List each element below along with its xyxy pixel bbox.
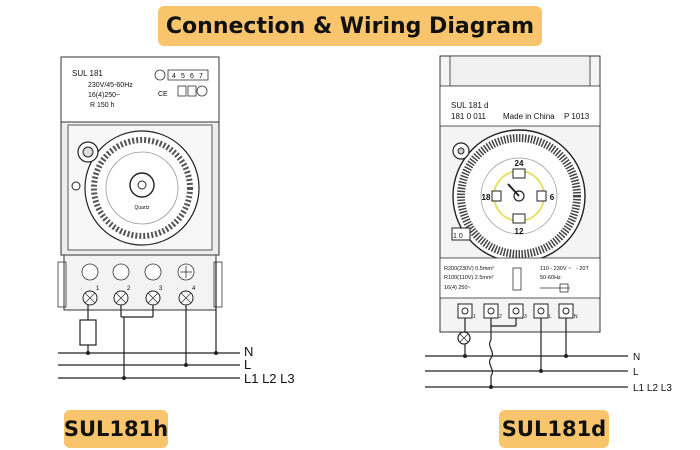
sul181h-top-cover — [60, 56, 220, 123]
sul181h-spec-load: 16(4)250~ — [88, 92, 120, 99]
sul181d-spec-temp: - 20T — [576, 266, 589, 272]
sul181h-top-terminal-labels: 4 5 6 7 CE — [154, 69, 209, 98]
sul181d-model: SUL 181 d — [451, 101, 489, 110]
sul181d-relay-symbol — [512, 267, 522, 291]
sul181h-wires — [86, 262, 218, 380]
svg-text:7: 7 — [199, 73, 203, 80]
svg-text:5: 5 — [181, 73, 185, 80]
sul181h-load — [79, 319, 97, 346]
sul181d-code: P 1013 — [564, 112, 590, 121]
svg-text:1: 1 — [96, 286, 100, 292]
svg-text:2: 2 — [127, 286, 131, 292]
sul181d-wires — [463, 318, 568, 389]
svg-text:4: 4 — [172, 73, 176, 80]
sul181h-supply-lines: N L L1 L2 L3 — [58, 344, 295, 386]
svg-text:12: 12 — [515, 227, 524, 236]
sul181d-label: SUL181d — [499, 410, 609, 448]
sul181d-mode-switch[interactable] — [451, 227, 471, 241]
sul181d-spec-r200: R200(230V) 0.5mm² — [444, 266, 494, 272]
sul181d-spec-panel — [439, 257, 601, 299]
svg-text:6: 6 — [190, 73, 194, 80]
sul181d-spec-load: 16(4) 250~ — [444, 285, 471, 291]
sul181d-label-l: L — [633, 367, 639, 378]
sul181d-spec-r100: R100(110V) 2.5mm² — [444, 275, 494, 281]
sul181d-label-phases: L1 L2 L3 — [633, 383, 672, 394]
sul181h-label-n: N — [244, 344, 253, 359]
sul181d-spec-voltage: 110 - 230V ~ — [540, 266, 571, 272]
svg-text:4: 4 — [192, 286, 196, 292]
sul181h-spec-reserve: R 150 h — [90, 102, 115, 109]
sul181d-label-n: N — [633, 352, 640, 363]
svg-text:3: 3 — [524, 314, 527, 320]
sul181h-model: SUL 181 — [72, 69, 103, 78]
sul181d-terminals: 1 2 3 L N — [457, 303, 578, 320]
svg-text:L: L — [549, 314, 552, 320]
sul181h-label-l: L — [244, 357, 251, 372]
sul181h-segments — [91, 137, 193, 239]
sul181h-label: SUL181h — [64, 410, 168, 448]
sul181h-spec-voltage: 230V/45-60Hz — [88, 82, 133, 89]
svg-text:N: N — [574, 314, 578, 320]
sul181d-serial: 181 0 011 — [451, 112, 487, 121]
svg-text:3: 3 — [159, 286, 163, 292]
sul181d-made-in: Made in China — [503, 112, 555, 121]
svg-text:1: 1 — [473, 314, 476, 320]
sul181h-screw-terminals: 1 2 3 4 — [82, 286, 196, 306]
page-title: Connection & Wiring Diagram — [158, 6, 542, 46]
sul181d-segments — [457, 134, 581, 258]
svg-text:18: 18 — [482, 193, 491, 202]
sul181h-label-phases: L1 L2 L3 — [244, 371, 295, 386]
sul181d-spec-frequency: 50-60Hz — [540, 275, 561, 281]
sul181d-supply-lines: N L L1 L2 L3 — [425, 352, 672, 394]
sul181h-indicator — [71, 181, 81, 191]
sul181h-brand: Quartz — [134, 205, 150, 211]
svg-text:24: 24 — [515, 159, 524, 168]
svg-text:6: 6 — [550, 193, 555, 202]
svg-text:CE: CE — [158, 91, 168, 98]
svg-text:2: 2 — [499, 314, 502, 320]
sul181d-device: SUL 181 d 181 0 011 Made in China P 1013… — [425, 55, 672, 394]
sul181h-device: SUL 181 230V/45-60Hz 16(4)250~ R 150 h 4… — [57, 56, 295, 386]
svg-text:1 0: 1 0 — [453, 233, 463, 240]
